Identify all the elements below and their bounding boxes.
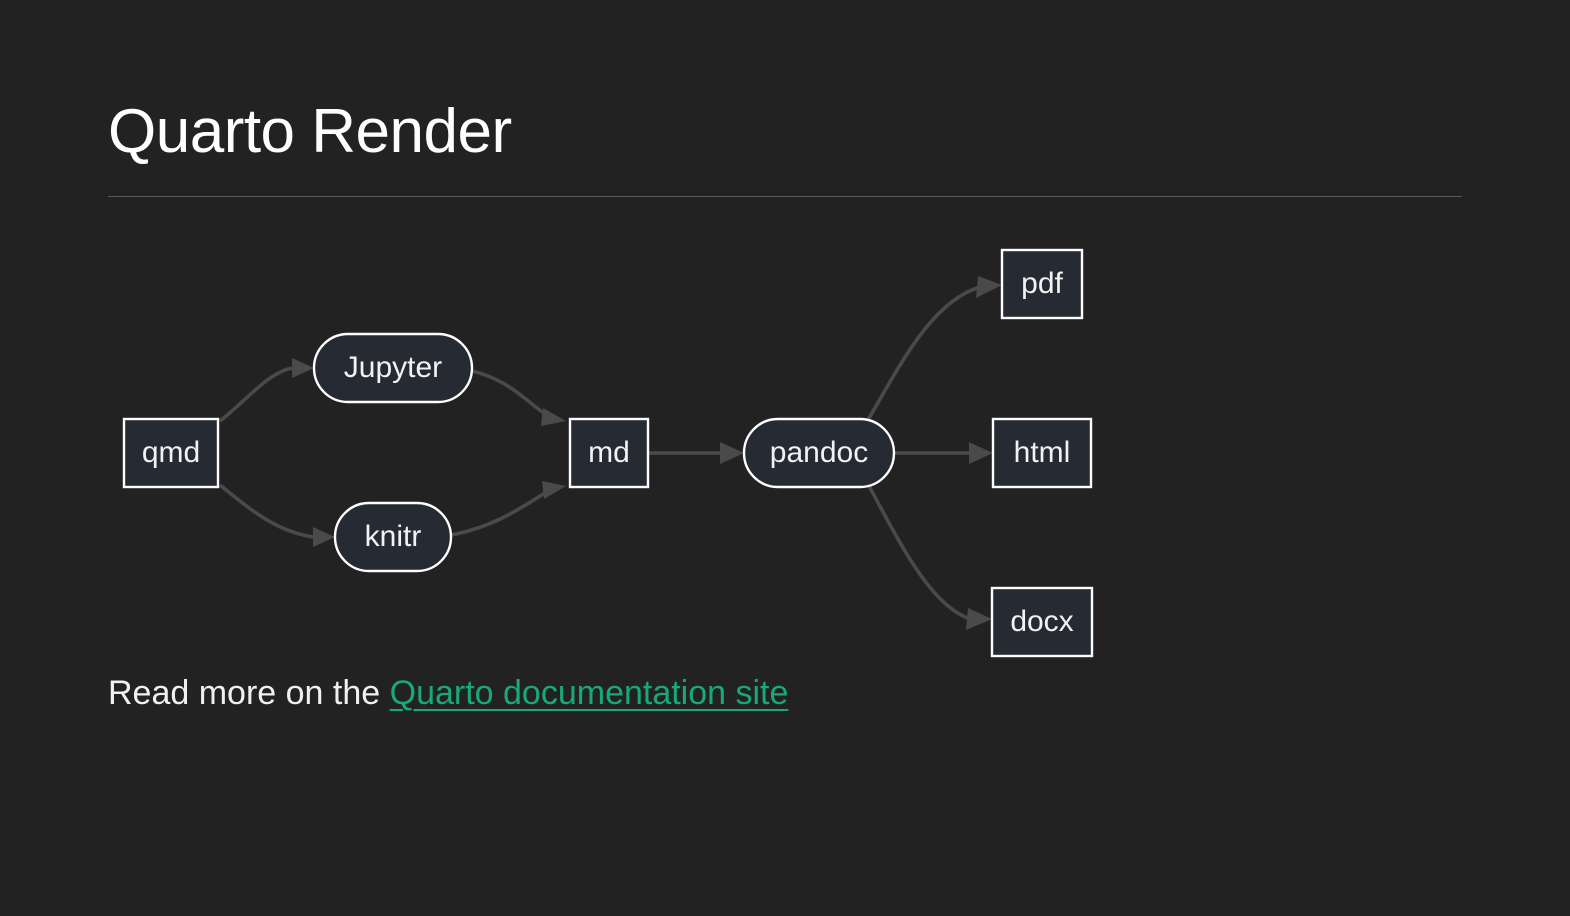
node-pandoc[interactable]: pandoc bbox=[742, 417, 896, 489]
edge-pandoc-to-pdf bbox=[866, 276, 1002, 421]
edge-knitr-to-md bbox=[450, 481, 566, 537]
node-md-label: md bbox=[588, 436, 630, 469]
node-qmd-label: qmd bbox=[142, 436, 200, 469]
title-block: Quarto Render bbox=[108, 97, 1462, 198]
node-md[interactable]: md bbox=[568, 417, 650, 489]
read-more-text: Read more on the Quarto documentation si… bbox=[108, 672, 788, 715]
edge-qmd-to-jupyter bbox=[218, 358, 314, 423]
node-docx-label: docx bbox=[1010, 605, 1073, 638]
node-html-label: html bbox=[1014, 436, 1071, 469]
quarto-render-flowchart: qmd Jupyter knitr md pandoc pdf bbox=[100, 225, 1130, 665]
node-html[interactable]: html bbox=[991, 417, 1093, 489]
node-pdf-label: pdf bbox=[1021, 267, 1063, 300]
node-pdf[interactable]: pdf bbox=[1000, 248, 1084, 320]
node-pandoc-label: pandoc bbox=[770, 436, 868, 469]
title-divider bbox=[108, 196, 1462, 198]
edge-pandoc-to-html bbox=[894, 442, 993, 464]
node-jupyter[interactable]: Jupyter bbox=[312, 332, 474, 404]
node-qmd[interactable]: qmd bbox=[122, 417, 220, 489]
edge-jupyter-to-md bbox=[471, 369, 566, 426]
node-jupyter-label: Jupyter bbox=[344, 351, 442, 384]
edge-qmd-to-knitr bbox=[218, 483, 335, 547]
node-knitr[interactable]: knitr bbox=[333, 501, 453, 573]
edge-pandoc-to-docx bbox=[867, 485, 992, 630]
flowchart-svg: qmd Jupyter knitr md pandoc pdf bbox=[122, 248, 1094, 658]
edge-md-to-pandoc bbox=[648, 442, 744, 464]
node-knitr-label: knitr bbox=[365, 520, 422, 553]
node-docx[interactable]: docx bbox=[990, 586, 1094, 658]
page-title: Quarto Render bbox=[108, 97, 512, 166]
read-more-prefix: Read more on the bbox=[108, 674, 390, 712]
quarto-documentation-link[interactable]: Quarto documentation site bbox=[389, 674, 789, 712]
